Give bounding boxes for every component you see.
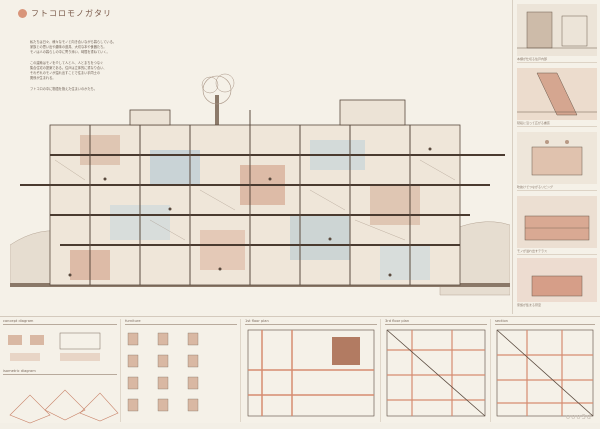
perspective-caption: 家族が集まる寝室 bbox=[517, 303, 542, 307]
perspective-caption: 吹抜けでつながるリビング bbox=[517, 185, 554, 189]
watermark: ooo3d bbox=[565, 413, 592, 421]
building-section bbox=[20, 99, 505, 286]
perspective-3: 吹抜けでつながるリビング bbox=[517, 132, 597, 191]
furniture-diagram bbox=[127, 332, 199, 412]
perspective-caption: モノが溢れ出すテラス bbox=[517, 249, 547, 253]
plan-1-panel: 1st floor plan bbox=[242, 319, 381, 422]
intro-text: 私たちは日々、様々なモノと向き合いながら暮らしている。 家族との思い出や趣味の道… bbox=[30, 40, 116, 91]
concept-diagram bbox=[8, 332, 101, 361]
board-title: フトコロモノガタリ bbox=[31, 9, 112, 18]
section-drawing bbox=[496, 329, 594, 417]
perspective-1: 本棚が仕切る住戸内部 bbox=[517, 4, 597, 63]
plan-1-drawing bbox=[247, 329, 375, 417]
title-block: フトコロモノガタリ bbox=[18, 8, 112, 19]
main-section-drawing bbox=[10, 73, 510, 296]
title-dot-icon bbox=[18, 9, 27, 18]
diagram-strip: concept diagram isometric diagram furnit… bbox=[0, 316, 600, 424]
plan-2-drawing bbox=[386, 329, 486, 417]
plan-1-heading: 1st floor plan bbox=[245, 319, 377, 325]
concept-heading: concept diagram bbox=[3, 319, 117, 325]
isometric-diagram bbox=[9, 389, 119, 424]
section-heading: section bbox=[495, 319, 595, 325]
furniture-panel: furniture bbox=[122, 319, 241, 422]
perspective-column: 本棚が仕切る住戸内部 階段に沿って広がる書斎 吹抜けでつながるリビング モノが溢… bbox=[512, 0, 600, 314]
plan-2-heading: 3rd floor plan bbox=[385, 319, 487, 325]
furniture-heading: furniture bbox=[125, 319, 237, 325]
perspective-5: 家族が集まる寝室 bbox=[517, 258, 597, 308]
perspective-caption: 階段に沿って広がる書斎 bbox=[517, 121, 550, 125]
perspective-2: 階段に沿って広がる書斎 bbox=[517, 68, 597, 127]
section-panel: section bbox=[492, 319, 598, 422]
plan-2-panel: 3rd floor plan bbox=[382, 319, 491, 422]
concept-panel: concept diagram isometric diagram bbox=[0, 319, 121, 424]
perspective-4: モノが溢れ出すテラス bbox=[517, 196, 597, 255]
isometric-heading: isometric diagram bbox=[3, 369, 117, 375]
perspective-caption: 本棚が仕切る住戸内部 bbox=[517, 57, 548, 61]
